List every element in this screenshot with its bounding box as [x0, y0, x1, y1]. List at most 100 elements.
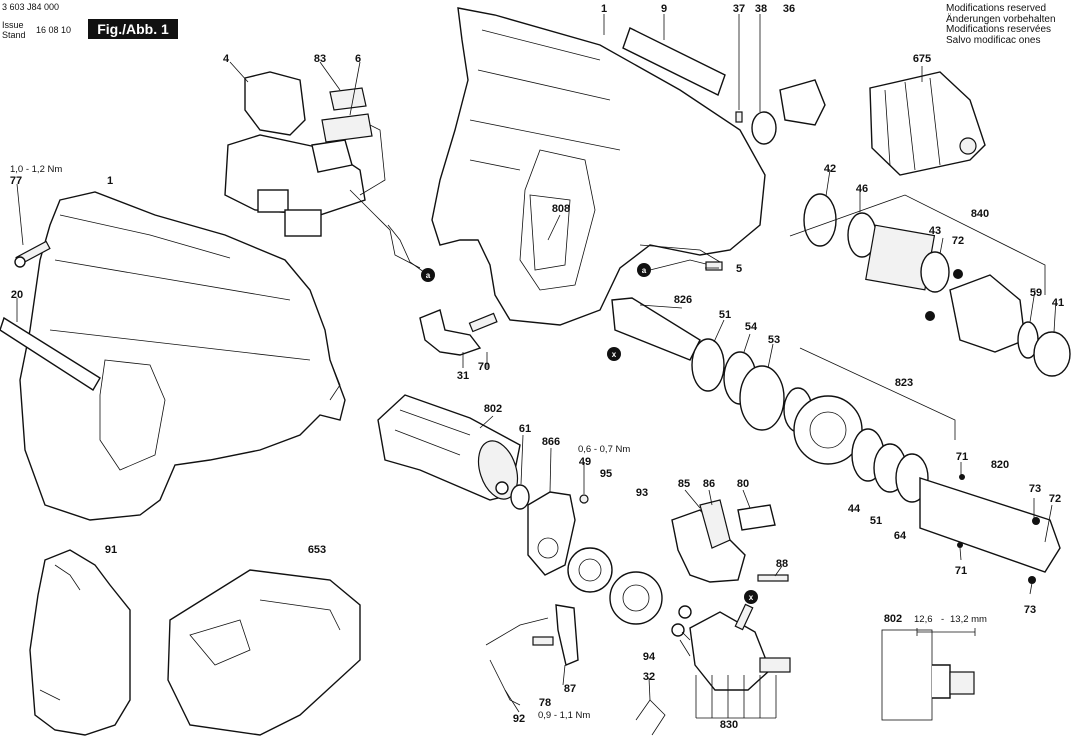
- inset-dim-sep: -: [941, 614, 944, 625]
- label-p36: 36: [783, 3, 795, 15]
- label-p866: 866: [542, 436, 560, 448]
- label-p9: 9: [661, 3, 667, 15]
- svg-text:x: x: [612, 350, 617, 359]
- label-p20: 20: [11, 289, 23, 301]
- label-p61: 61: [519, 423, 531, 435]
- issue-label: Issue: [2, 20, 24, 30]
- ball-94b: [671, 623, 685, 637]
- spring-clip-92: [485, 617, 549, 706]
- marker-dot-3: [1032, 517, 1040, 525]
- marker-dot-4: [1028, 576, 1036, 584]
- label-p86: 86: [703, 478, 715, 490]
- label-p54: 54: [745, 321, 758, 333]
- marker-a-1: a: [421, 268, 435, 282]
- label-p59: 59: [1030, 287, 1042, 299]
- electronics-module[interactable]: [224, 71, 421, 269]
- label-p1-top: 1: [601, 3, 607, 15]
- label-p32: 32: [643, 671, 655, 683]
- shaft-830: [759, 657, 791, 673]
- clutch-disc-42: [803, 193, 837, 247]
- label-p46: 46: [856, 183, 868, 195]
- gear-plate-866[interactable]: [527, 491, 576, 576]
- spindle-826[interactable]: [611, 297, 701, 361]
- label-p5: 5: [736, 263, 742, 275]
- figure-badge: Fig./Abb. 1: [88, 19, 178, 39]
- switch-31[interactable]: [419, 309, 482, 356]
- marker-dot-2: [925, 311, 935, 321]
- label-p64: 64: [894, 530, 907, 542]
- label-p73a: 73: [1029, 483, 1041, 495]
- ball-94a: [678, 605, 692, 619]
- gear-stage-2[interactable]: [609, 571, 663, 625]
- modifications-note: Modifications reserved Änderungen vorbeh…: [946, 3, 1056, 46]
- label-p42: 42: [824, 163, 836, 175]
- inset-dim1: 12,6: [914, 614, 933, 625]
- spindle-adapter-36: [779, 79, 826, 126]
- o-ring-38: [751, 111, 777, 145]
- label-p49: 49: [579, 456, 591, 468]
- label-p820: 820: [991, 459, 1009, 471]
- label-p1-left: 1: [107, 175, 113, 187]
- stand-label: Stand: [2, 30, 26, 40]
- label-p88: 88: [776, 558, 788, 570]
- label-p83: 83: [314, 53, 326, 65]
- label-p41: 41: [1052, 297, 1064, 309]
- label-p73b: 73: [1024, 604, 1036, 616]
- gear-stage-1[interactable]: [567, 547, 613, 593]
- label-strip: [622, 27, 726, 96]
- o-ring-61: [510, 484, 530, 510]
- label-p830: 830: [720, 719, 738, 731]
- doc-number: 3 603 J84 000: [2, 2, 60, 12]
- cap-41: [1033, 331, 1071, 377]
- keyless-chuck-675[interactable]: [869, 71, 986, 176]
- group-840-bracket: [789, 194, 1046, 295]
- label-p38: 38: [755, 3, 767, 15]
- motor-802[interactable]: [377, 394, 524, 504]
- note-line: Modifications reserved: [946, 3, 1047, 14]
- side-strip: [0, 316, 101, 391]
- gearbox-830[interactable]: [689, 611, 771, 691]
- note-line: Modifications reservées: [946, 24, 1052, 35]
- label-p87: 87: [564, 683, 576, 695]
- label-p51b: 51: [870, 515, 882, 527]
- label-p675: 675: [913, 53, 931, 65]
- label-p72b: 72: [1049, 493, 1061, 505]
- screw-49: [579, 494, 589, 504]
- spring-86: [699, 499, 731, 549]
- torque-49: 0,6 - 0,7 Nm: [578, 444, 630, 455]
- housing-top[interactable]: [431, 7, 766, 326]
- spindle-820[interactable]: [919, 477, 1061, 573]
- note-line: Salvo modificac ones: [946, 34, 1041, 46]
- ring-51: [691, 338, 725, 392]
- label-p51a: 51: [719, 309, 731, 321]
- label-p44: 44: [848, 503, 861, 515]
- screw-78: [532, 636, 554, 646]
- label-p70: 70: [478, 361, 490, 373]
- marker-a-2: a: [637, 263, 651, 277]
- label-p6: 6: [355, 53, 361, 65]
- battery-91[interactable]: [29, 549, 131, 736]
- svg-text:a: a: [642, 266, 647, 275]
- label-p653: 653: [308, 544, 326, 556]
- label-p53: 53: [768, 334, 780, 346]
- label-p91: 91: [105, 544, 117, 556]
- contact-plate-83: [329, 87, 367, 111]
- marker-x-2: x: [744, 590, 758, 604]
- inset-dim2: 13,2 mm: [950, 614, 987, 625]
- label-p93: 93: [636, 487, 648, 499]
- issue-date: 16 08 10: [36, 25, 72, 35]
- label-p808: 808: [552, 203, 570, 215]
- clutch-ring-43: [920, 251, 950, 293]
- torque-78: 0,9 - 1,1 Nm: [538, 710, 590, 721]
- charger-653[interactable]: [167, 569, 361, 736]
- screw-77: [14, 240, 51, 268]
- marker-dot-5: [959, 474, 965, 480]
- label-p85: 85: [678, 478, 690, 490]
- pin-94: [734, 603, 754, 631]
- label-p94: 94: [643, 651, 656, 663]
- label-p72a: 72: [952, 235, 964, 247]
- label-p823: 823: [895, 377, 913, 389]
- housing-left[interactable]: [19, 191, 346, 521]
- marker-x-1: x: [607, 347, 621, 361]
